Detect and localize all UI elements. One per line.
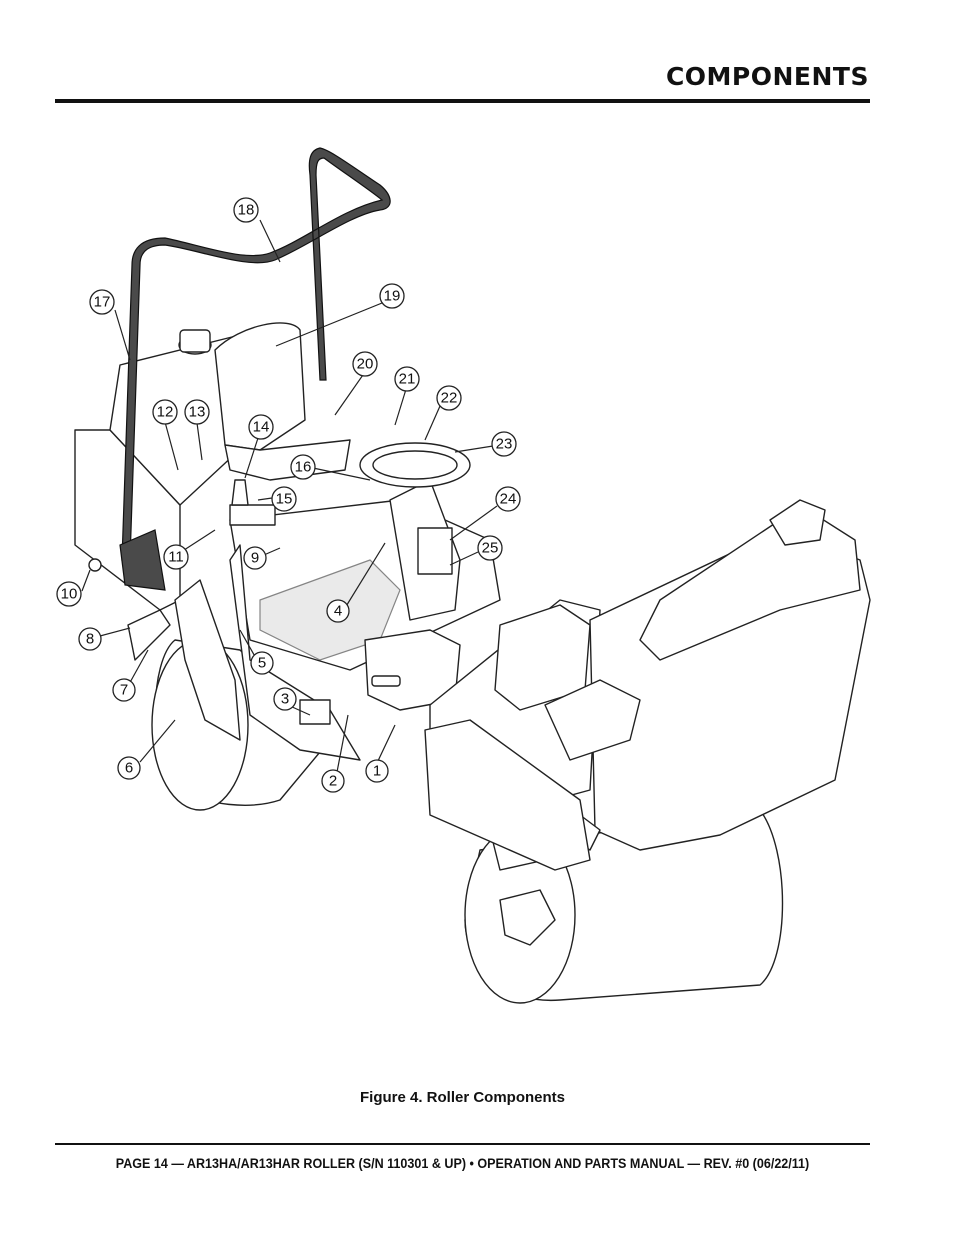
callout-23: 23 [491,431,517,457]
callout-18: 18 [233,197,259,223]
svg-text:12: 12 [157,404,174,421]
svg-text:13: 13 [189,404,206,421]
operator-seat [214,322,351,481]
svg-text:7: 7 [120,682,128,699]
svg-text:22: 22 [441,390,458,407]
svg-text:16: 16 [295,459,312,476]
callout-22: 22 [436,385,462,411]
callout-4: 4 [326,599,350,623]
page-section-title: COMPONENTS [665,62,869,91]
svg-text:20: 20 [357,356,374,373]
callout-12: 12 [152,399,178,425]
scraper-bracket [127,579,241,741]
footer-rule [55,1143,870,1145]
svg-text:8: 8 [86,631,94,648]
svg-text:24: 24 [500,491,517,508]
callout-17: 17 [89,289,115,315]
svg-text:10: 10 [61,586,78,603]
callout-16: 16 [290,454,316,480]
callout-19: 19 [379,283,405,309]
callout-11: 11 [163,544,189,570]
steering-console [229,442,471,621]
callout-7: 7 [112,678,136,702]
callout-3: 3 [273,687,297,711]
callout-14: 14 [248,414,274,440]
svg-text:21: 21 [399,371,416,388]
callout-1: 1 [365,759,389,783]
front-frame-plate [424,719,591,871]
roller-illustration [74,147,871,1004]
svg-text:5: 5 [258,655,266,672]
callout-13: 13 [184,399,210,425]
figure-caption: Figure 4. Roller Components [359,1089,566,1106]
svg-text:19: 19 [384,288,401,305]
svg-text:23: 23 [496,436,513,453]
svg-text:15: 15 [276,491,293,508]
svg-text:1: 1 [373,763,381,780]
header-rule [55,99,870,103]
callout-21: 21 [394,366,420,392]
rops-bar [119,147,391,591]
callout-5: 5 [250,651,274,675]
callout-25: 25 [477,535,503,561]
svg-text:25: 25 [482,540,499,557]
svg-text:18: 18 [238,202,255,219]
svg-text:11: 11 [168,549,184,566]
callout-9: 9 [243,546,267,570]
page-footer: PAGE 14 — AR13HA/AR13HAR ROLLER (S/N 110… [115,1156,810,1171]
callout-20: 20 [352,351,378,377]
svg-text:17: 17 [94,294,111,311]
callout-24: 24 [495,486,521,512]
svg-text:3: 3 [281,691,289,708]
callout-6: 6 [117,756,141,780]
callout-8: 8 [78,627,102,651]
svg-text:4: 4 [334,603,342,620]
callout-15: 15 [271,486,297,512]
svg-text:2: 2 [329,773,337,790]
svg-text:9: 9 [251,550,259,567]
svg-text:14: 14 [253,419,270,436]
svg-text:6: 6 [125,760,133,777]
callout-10: 10 [56,581,82,607]
callout-2: 2 [321,769,345,793]
